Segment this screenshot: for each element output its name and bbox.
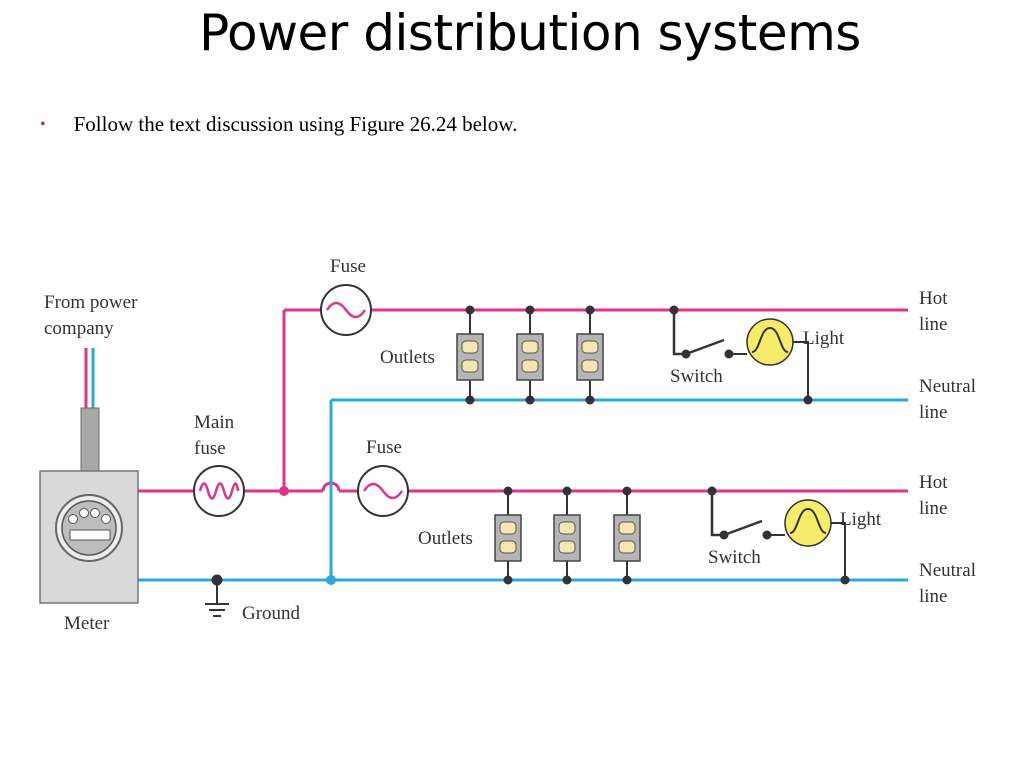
hot-junction: [279, 486, 289, 496]
switch-light-bottom: [707, 486, 850, 585]
outlets-top-group: [456, 305, 604, 405]
bullet-text: Follow the text discussion using Figure …: [73, 112, 518, 136]
label-light-bottom: Light: [840, 509, 882, 530]
label-from-power: From power: [44, 292, 138, 313]
light-top-icon: [746, 318, 794, 366]
label-hot-bottom-line: line: [919, 498, 948, 519]
main-fuse-icon: [193, 465, 245, 517]
label-fuse-bottom: Fuse: [366, 437, 402, 458]
label-light-top: Light: [803, 328, 845, 349]
label-neutral-bottom-line: line: [919, 586, 948, 607]
outlet-icon: [613, 486, 641, 585]
bullet-icon: •: [40, 116, 46, 133]
label-outlets-bottom: Outlets: [418, 528, 473, 549]
fuse-bottom-icon: [357, 465, 409, 517]
outlet-icon: [456, 305, 484, 405]
outlet-icon: [494, 486, 522, 585]
bullet-item: • Follow the text discussion using Figure…: [40, 112, 517, 137]
outlet-icon: [516, 305, 544, 405]
fuse-top-icon: [320, 284, 372, 336]
label-main: Main: [194, 412, 235, 433]
label-neutral-bottom: Neutral: [919, 560, 976, 581]
light-bottom-icon: [784, 499, 832, 547]
label-meter: Meter: [64, 613, 110, 634]
ground-icon: [205, 574, 229, 617]
label-switch-bottom: Switch: [708, 547, 761, 568]
label-neutral-top-line: line: [919, 402, 948, 423]
label-hot-bottom: Hot: [919, 472, 948, 493]
label-switch-top: Switch: [670, 366, 723, 387]
label-fuse-top: Fuse: [330, 256, 366, 277]
outlet-icon: [576, 305, 604, 405]
outlet-icon: [553, 486, 581, 585]
meter-display: [69, 529, 111, 541]
label-neutral-top: Neutral: [919, 376, 976, 397]
page-title: Power distribution systems: [199, 4, 861, 62]
label-hot-top: Hot: [919, 288, 948, 309]
switch-light-top: [669, 305, 813, 405]
label-ground: Ground: [242, 603, 301, 624]
label-main-fuse: fuse: [194, 438, 226, 459]
neutral-junction: [326, 575, 336, 585]
meter-conduit: [80, 407, 100, 473]
meter-dial-inner: [61, 500, 117, 556]
meter: [39, 407, 139, 604]
hot-wires: [84, 308, 908, 493]
label-outlets-top: Outlets: [380, 347, 435, 368]
outlets-bottom-group: [494, 486, 641, 585]
label-hot-top-line: line: [919, 314, 948, 335]
label-company: company: [44, 318, 114, 339]
